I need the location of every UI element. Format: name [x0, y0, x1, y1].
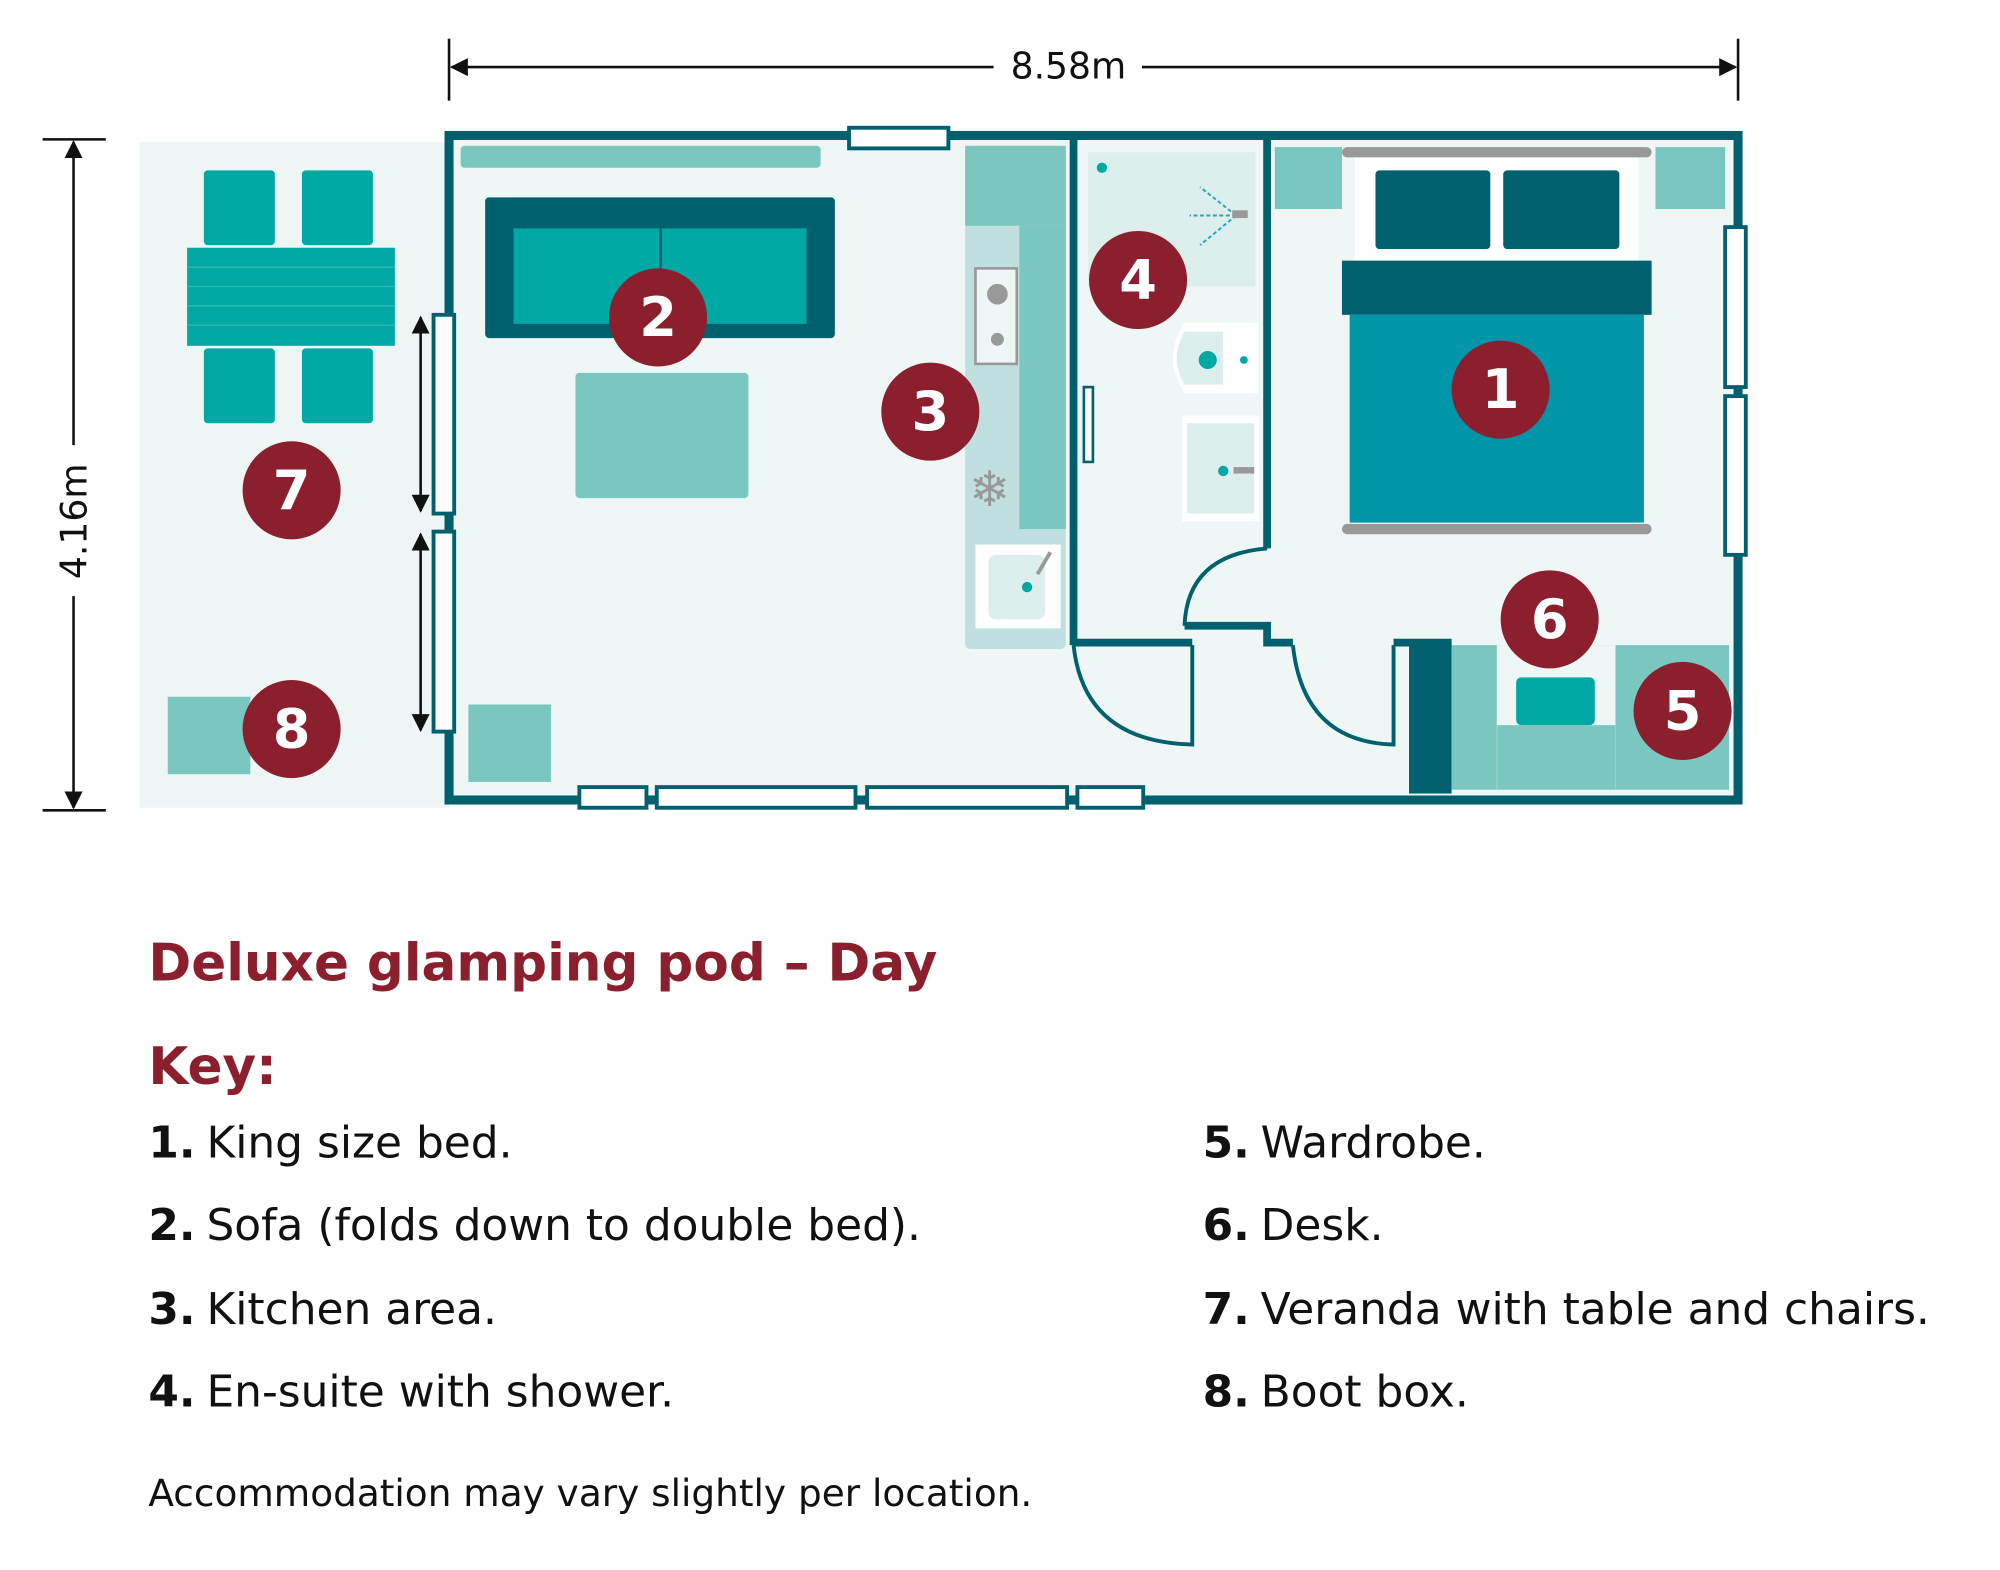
svg-text:5.: 5. [1203, 1117, 1250, 1168]
shelf [460, 145, 821, 168]
windows [431, 125, 1748, 810]
kitchen: ❄ [965, 145, 1066, 650]
svg-text:1.: 1. [148, 1117, 195, 1168]
key-heading: Key: [148, 1037, 276, 1097]
sofa [485, 197, 835, 339]
key-item: Boot box. [1261, 1366, 1469, 1417]
door-swings [1071, 546, 1396, 747]
svg-text:6: 6 [1531, 588, 1569, 651]
key-item: Wardrobe. [1261, 1117, 1486, 1168]
marker-2: 2 [609, 268, 708, 367]
marker-4: 4 [1089, 230, 1188, 330]
svg-text:3: 3 [911, 380, 949, 443]
key-item: Sofa (folds down to double bed). [206, 1200, 921, 1251]
marker-7: 7 [242, 441, 341, 540]
shower-icon [1189, 186, 1237, 246]
svg-text:4.: 4. [148, 1366, 195, 1417]
svg-text:3.: 3. [148, 1284, 195, 1335]
marker-3: 3 [881, 362, 980, 461]
fridge-snowflake-icon: ❄ [969, 460, 1010, 518]
svg-text:2.: 2. [148, 1200, 195, 1251]
boot-box [167, 696, 251, 775]
key-list: 1.King size bed. 2.Sofa (folds down to d… [148, 1117, 1929, 1417]
svg-text:8: 8 [273, 698, 311, 761]
key-item: En-suite with shower. [206, 1366, 674, 1417]
footnote: Accommodation may vary slightly per loca… [148, 1471, 1032, 1515]
height-label: 4.16m [52, 464, 95, 580]
key-item: Desk. [1261, 1200, 1384, 1251]
kitchen-sink-icon [975, 544, 1061, 629]
marker-5: 5 [1633, 661, 1732, 760]
svg-text:1: 1 [1482, 358, 1520, 421]
key-item: Veranda with table and chairs. [1261, 1284, 1930, 1335]
svg-text:5: 5 [1664, 679, 1702, 742]
wardrobe-wall [1409, 645, 1452, 794]
svg-text:2: 2 [639, 286, 677, 349]
hob-icon [974, 267, 1019, 366]
key-item: Kitchen area. [206, 1284, 497, 1335]
interior-walls [1069, 135, 1452, 647]
svg-text:7.: 7. [1203, 1284, 1250, 1335]
height-dimension: 4.16m [42, 138, 106, 812]
marker-8: 8 [242, 680, 341, 779]
side-unit [468, 704, 551, 782]
svg-text:4: 4 [1119, 249, 1157, 312]
basin-icon [1181, 415, 1260, 522]
width-dimension: 8.58m [447, 38, 1740, 101]
width-label: 8.58m [1011, 45, 1127, 88]
svg-text:7: 7 [273, 459, 311, 522]
key-item: King size bed. [206, 1117, 512, 1168]
page-title: Deluxe glamping pod – Day [148, 934, 937, 994]
marker-6: 6 [1500, 570, 1599, 669]
veranda-table-and-chairs [187, 170, 395, 424]
svg-text:6.: 6. [1203, 1200, 1250, 1251]
marker-1: 1 [1451, 340, 1550, 439]
rug [575, 372, 749, 499]
svg-text:8.: 8. [1203, 1366, 1250, 1417]
toilet-icon [1172, 322, 1259, 394]
bathroom-door-handle [1082, 385, 1095, 464]
